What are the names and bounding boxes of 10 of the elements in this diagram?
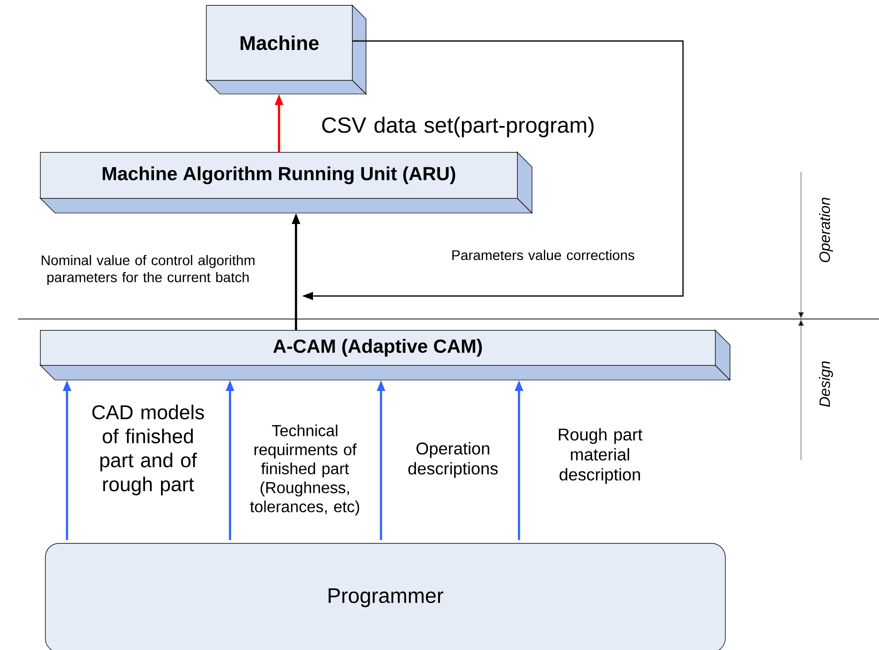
phase-label: Design bbox=[819, 361, 833, 407]
edge-label: Operation descriptions bbox=[408, 442, 498, 478]
edge-label: Rough part material description bbox=[558, 428, 642, 484]
edge-label: CAD models of finished part and of rough part bbox=[92, 404, 204, 496]
edge-label: Parameters value corrections bbox=[452, 250, 634, 260]
edge-label: CSV data set(part-program) bbox=[322, 116, 594, 138]
edge-label: Technical requirments of finished part (Roughness, tolerances, etc) bbox=[250, 424, 360, 516]
process-box: Programmer bbox=[45, 543, 726, 650]
edge-label: Nominal value of control algorithm parameters for the current batch bbox=[42, 254, 254, 286]
phase-label: Operation bbox=[819, 198, 833, 262]
